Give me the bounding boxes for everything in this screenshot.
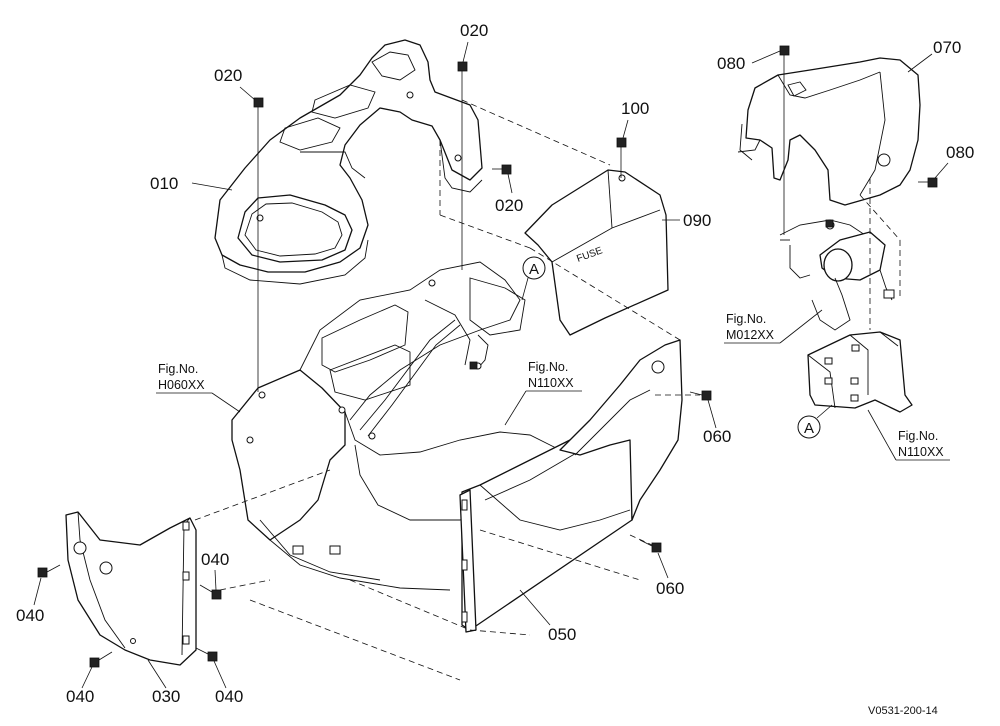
part-label-080-top[interactable]: 080: [717, 50, 781, 73]
part-label-020-side[interactable]: 020: [495, 173, 523, 215]
svg-text:Fig.No.: Fig.No.: [528, 360, 568, 374]
bolt-040-mid-icon: [199, 584, 222, 600]
svg-text:020: 020: [214, 66, 242, 85]
callout-a-detail-text: A: [804, 420, 814, 437]
bolt-020-side-icon: [492, 164, 512, 175]
svg-text:060: 060: [656, 579, 684, 598]
svg-text:Fig.No.: Fig.No.: [898, 429, 938, 443]
svg-text:Fig.No.: Fig.No.: [726, 312, 766, 326]
bolt-080-right-icon: [918, 177, 938, 188]
part-label-040-bottom-right[interactable]: 040: [213, 660, 243, 706]
drawing-code: V0531-200-14: [868, 705, 938, 717]
part-070-cover[interactable]: [737, 57, 921, 206]
bolt-060-upper-icon: [689, 390, 712, 401]
bolt-040-left-icon: [37, 564, 61, 578]
callout-a-main-text: A: [529, 261, 539, 278]
svg-text:070: 070: [933, 38, 961, 57]
part-090-fuse-cover[interactable]: FUSE: [524, 169, 669, 336]
part-label-090[interactable]: 090: [662, 211, 711, 230]
part-label-030[interactable]: 030: [147, 659, 180, 706]
part-010-console-panel[interactable]: [214, 39, 483, 285]
bolt-060-lower-icon: [639, 539, 662, 553]
svg-text:060: 060: [703, 427, 731, 446]
svg-text:080: 080: [946, 143, 974, 162]
svg-text:040: 040: [215, 687, 243, 706]
fig-ref-n110-main[interactable]: Fig.No. N110XX: [504, 360, 582, 426]
svg-text:040: 040: [66, 687, 94, 706]
svg-text:090: 090: [683, 211, 711, 230]
svg-text:040: 040: [201, 550, 229, 569]
relay-assembly: [779, 219, 895, 331]
bracket-detail-n110: [807, 331, 913, 413]
part-label-040-left[interactable]: 040: [16, 577, 44, 625]
bolts: [37, 45, 938, 668]
bolt-100-icon: [616, 137, 627, 158]
part-label-060-upper[interactable]: 060: [703, 399, 731, 446]
part-label-010[interactable]: 010: [150, 174, 233, 193]
svg-text:H060XX: H060XX: [158, 378, 205, 392]
assembly-lines: [194, 65, 901, 681]
part-label-040-bottom-left[interactable]: 040: [66, 666, 94, 706]
part-label-050[interactable]: 050: [519, 589, 576, 644]
svg-text:N110XX: N110XX: [898, 445, 944, 459]
bolt-frame-icon: [469, 361, 478, 370]
svg-text:Fig.No.: Fig.No.: [158, 362, 198, 376]
svg-text:010: 010: [150, 174, 178, 193]
part-050-floor-panel[interactable]: [459, 424, 633, 633]
callout-a-main[interactable]: A: [521, 256, 546, 301]
callout-a-detail[interactable]: A: [797, 404, 833, 439]
part-label-020-top[interactable]: 020: [460, 21, 488, 63]
bolt-080-top-icon: [779, 45, 790, 65]
bolt-relay-icon: [825, 219, 834, 228]
bolt-040-bottom-right-icon: [195, 647, 218, 662]
svg-text:100: 100: [621, 99, 649, 118]
part-label-070[interactable]: 070: [907, 38, 961, 73]
svg-text:020: 020: [460, 21, 488, 40]
part-label-020-left[interactable]: 020: [214, 66, 256, 101]
svg-text:020: 020: [495, 196, 523, 215]
fig-ref-n110-detail[interactable]: Fig.No. N110XX: [867, 409, 950, 461]
svg-text:050: 050: [548, 625, 576, 644]
part-label-040-mid[interactable]: 040: [201, 550, 229, 591]
svg-text:080: 080: [717, 54, 745, 73]
svg-text:030: 030: [152, 687, 180, 706]
svg-text:M012XX: M012XX: [726, 328, 775, 342]
svg-text:N110XX: N110XX: [528, 376, 574, 390]
fig-ref-m012[interactable]: Fig.No. M012XX: [724, 309, 823, 344]
part-label-060-lower[interactable]: 060: [656, 552, 684, 598]
part-label-080-right[interactable]: 080: [934, 143, 974, 179]
part-030-lower-panel[interactable]: [65, 511, 197, 666]
part-side-panel-right: [559, 339, 683, 521]
fig-ref-h060[interactable]: Fig.No. H060XX: [156, 362, 241, 413]
part-label-100[interactable]: 100: [621, 99, 649, 139]
bolt-020-top-icon: [457, 61, 468, 82]
bolt-020-left-icon: [253, 97, 264, 118]
svg-text:040: 040: [16, 606, 44, 625]
bolt-040-bottom-left-icon: [89, 651, 113, 668]
